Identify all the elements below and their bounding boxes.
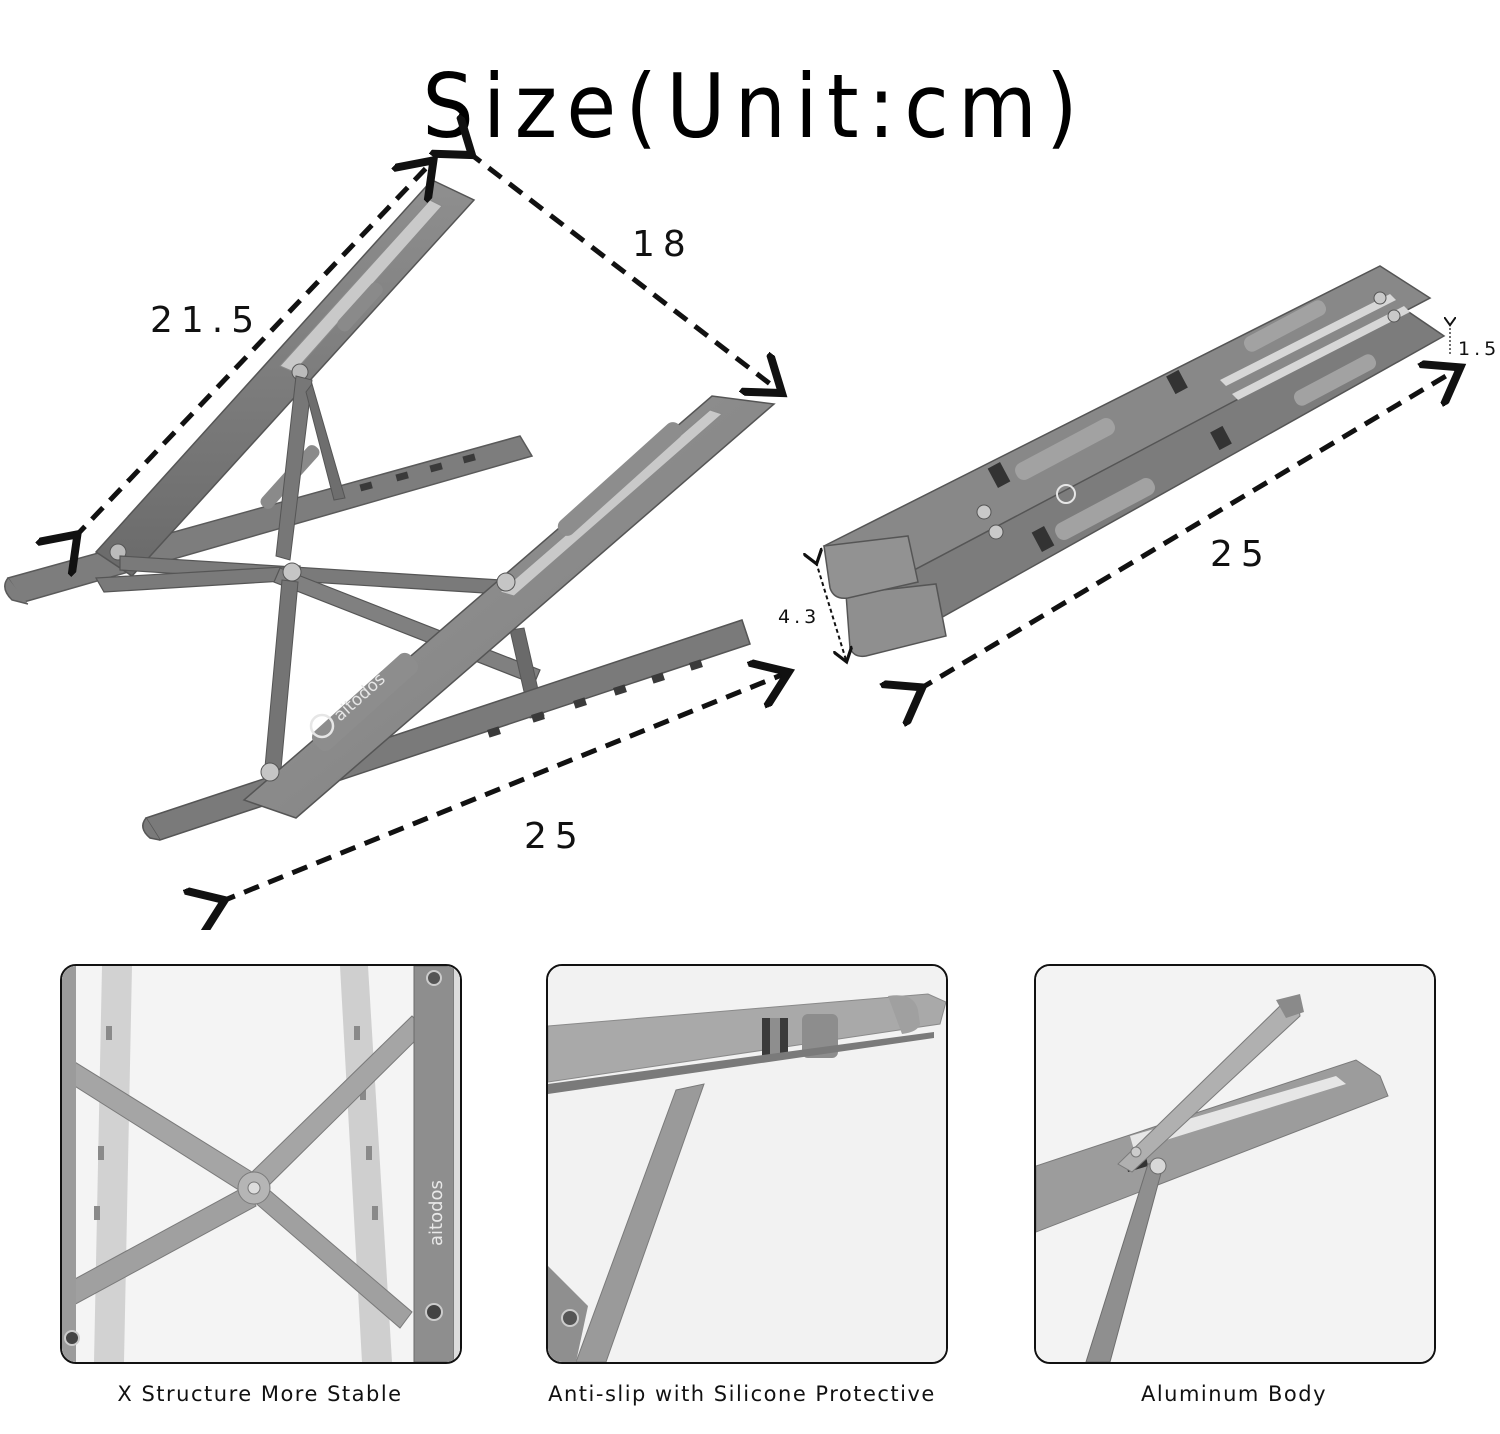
- dimension-arrows-folded: [816, 324, 1456, 690]
- x-structure-photo: aitodos: [62, 966, 460, 1362]
- open-stand: aitodos: [4, 179, 776, 841]
- brand-logo-text-panel: aitodos: [426, 1180, 447, 1246]
- dimension-arrows-open: [74, 152, 784, 902]
- dim-top-bar-length: 21.5: [150, 300, 263, 341]
- feature-panel-x-structure: aitodos: [60, 964, 462, 1364]
- caption-x-structure: X Structure More Stable: [117, 1382, 403, 1406]
- caption-silicone: Anti-slip with Silicone Protective: [548, 1382, 936, 1406]
- dim-base-length-open: 25: [524, 816, 586, 857]
- feature-panel-silicone: [546, 964, 948, 1364]
- silicone-pad-photo: [548, 966, 946, 1362]
- caption-aluminum: Aluminum Body: [1140, 1382, 1328, 1406]
- dim-depth: 18: [632, 224, 694, 265]
- dim-folded-width: 4.3: [778, 606, 821, 628]
- feature-panel-aluminum: [1034, 964, 1436, 1364]
- aluminum-hinge-photo: [1036, 966, 1434, 1362]
- stand-illustration: aitodos: [4, 110, 1500, 930]
- folded-stand: [822, 265, 1446, 658]
- dimension-diagram: aitodos: [0, 110, 1500, 930]
- dim-base-length-folded: 25: [1210, 534, 1272, 575]
- dim-thickness: 1.5: [1458, 338, 1500, 360]
